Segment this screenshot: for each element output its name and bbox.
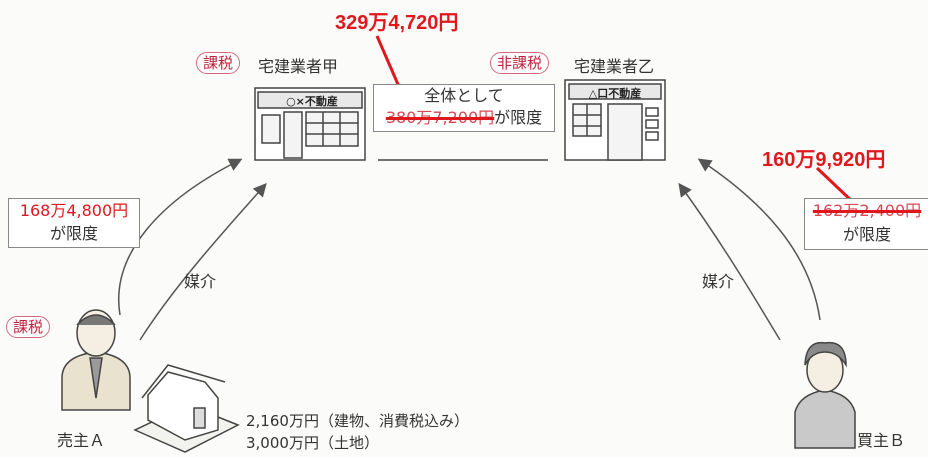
seller-label: 売主Ａ: [57, 431, 106, 450]
arrow-seller-to-ko: [118, 158, 243, 316]
office-ko-icon: [254, 87, 366, 161]
arrow-ko-to-seller: [139, 182, 267, 341]
seller-tax-tag: 課税: [6, 316, 51, 338]
total-limit-box: 全体として 380万7,200円が限度: [373, 84, 555, 132]
arrow-otsu-to-buyer: [678, 182, 781, 341]
office-otsu-icon: [564, 79, 666, 161]
total-old-amount: 380万7,200円: [385, 108, 495, 127]
seller-limit-amount: 168万4,800円: [19, 201, 129, 220]
buyer-label: 買主Ｂ: [857, 431, 906, 450]
broker-ko-name: 宅建業者甲: [258, 57, 339, 76]
total-new-amount: 329万4,720円: [335, 12, 459, 34]
office-otsu-sign: △口不動産: [588, 87, 642, 100]
buyer-limit-old: 162万2,400円: [812, 201, 922, 220]
broker-otsu-tax-tag: 非課税: [490, 52, 550, 74]
office-ko-sign: ○×不動産: [286, 95, 338, 108]
buyer-limit-suffix: が限度: [842, 225, 891, 244]
building-price: 2,160万円（建物、消費税込み）: [246, 412, 469, 430]
buyer-limit-new: 160万9,920円: [762, 149, 886, 171]
arrow-buyer-to-otsu: [697, 158, 821, 321]
buyer-limit-box: 162万2,400円 が限度: [804, 198, 928, 250]
broker-ko-tax-tag: 課税: [196, 52, 241, 74]
buyer-person-icon: [794, 341, 856, 449]
seller-person-icon: [61, 309, 131, 411]
house-icon: [133, 364, 240, 453]
mediation-right-label: 媒介: [702, 272, 735, 291]
seller-limit-suffix: が限度: [49, 224, 98, 243]
land-price: 3,000万円（土地）: [246, 434, 379, 452]
seller-limit-box: 168万4,800円 が限度: [8, 198, 140, 248]
broker-otsu-name: 宅建業者乙: [574, 57, 655, 76]
total-suffix: が限度: [494, 108, 543, 127]
mediation-left-label: 媒介: [184, 272, 217, 291]
total-line1: 全体として: [424, 86, 504, 105]
